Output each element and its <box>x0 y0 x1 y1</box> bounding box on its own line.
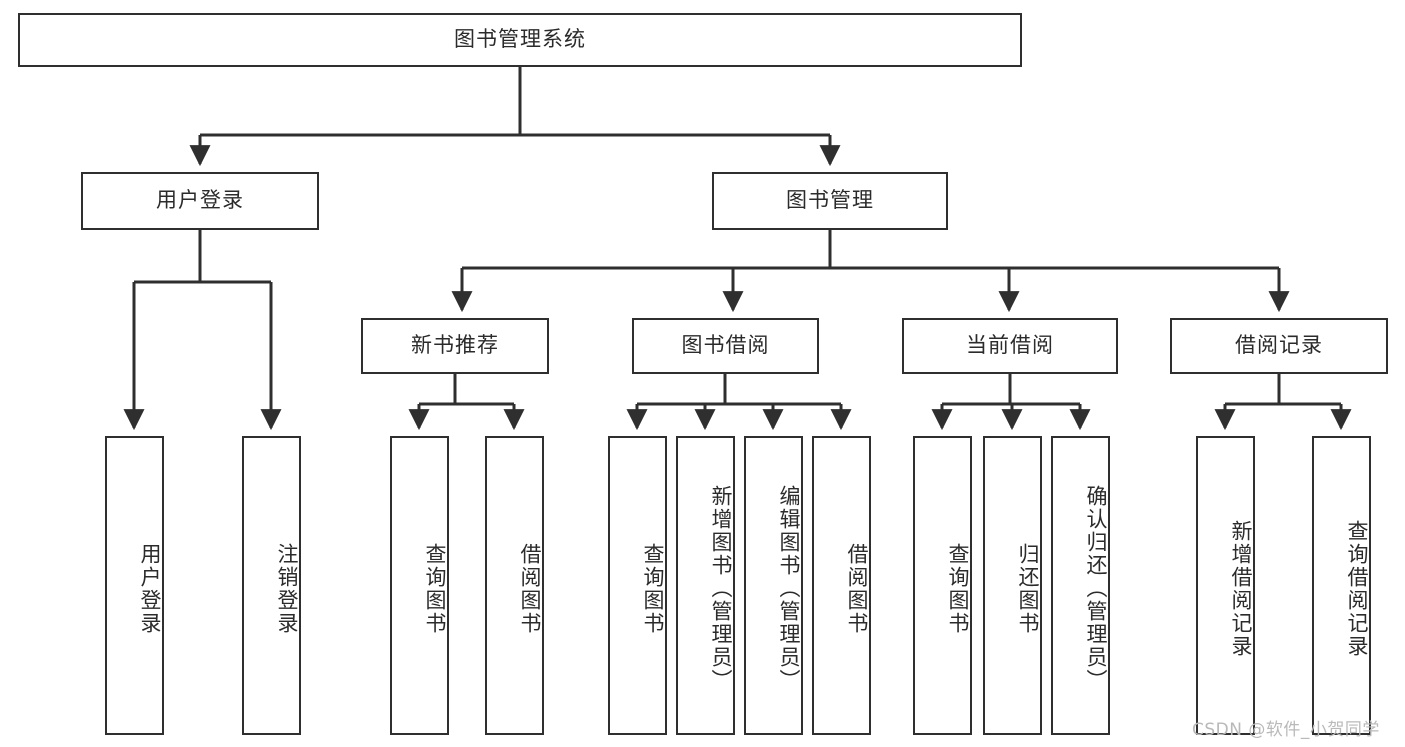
node-level2-new-book-recommend[interactable]: 新书推荐 <box>361 318 549 374</box>
node-leaf-query-book-current[interactable]: 查询图书 <box>913 436 972 735</box>
node-level2-borrow-record[interactable]: 借阅记录 <box>1170 318 1388 374</box>
node-level2-current-borrow[interactable]: 当前借阅 <box>902 318 1118 374</box>
node-leaf-query-book-recommend[interactable]: 查询图书 <box>390 436 449 735</box>
node-leaf-return-book[interactable]: 归还图书 <box>983 436 1042 735</box>
node-level1-user-login[interactable]: 用户登录 <box>81 172 319 230</box>
node-level1-book-management[interactable]: 图书管理 <box>712 172 948 230</box>
node-leaf-user-login[interactable]: 用户登录 <box>105 436 164 735</box>
node-leaf-borrow-book-recommend[interactable]: 借阅图书 <box>485 436 544 735</box>
node-root[interactable]: 图书管理系统 <box>18 13 1022 67</box>
node-leaf-query-book-borrow[interactable]: 查询图书 <box>608 436 667 735</box>
node-leaf-add-book-admin[interactable]: 新增图书（管理员） <box>676 436 735 735</box>
node-leaf-confirm-return-admin[interactable]: 确认归还（管理员） <box>1051 436 1110 735</box>
node-leaf-edit-book-admin[interactable]: 编辑图书（管理员） <box>744 436 803 735</box>
node-level2-book-borrow[interactable]: 图书借阅 <box>632 318 819 374</box>
node-leaf-borrow-book[interactable]: 借阅图书 <box>812 436 871 735</box>
node-leaf-add-borrow-record[interactable]: 新增借阅记录 <box>1196 436 1255 735</box>
watermark: CSDN @软件_小贺同学 <box>1192 720 1380 740</box>
node-leaf-logout[interactable]: 注销登录 <box>242 436 301 735</box>
node-leaf-query-borrow-record[interactable]: 查询借阅记录 <box>1312 436 1371 735</box>
